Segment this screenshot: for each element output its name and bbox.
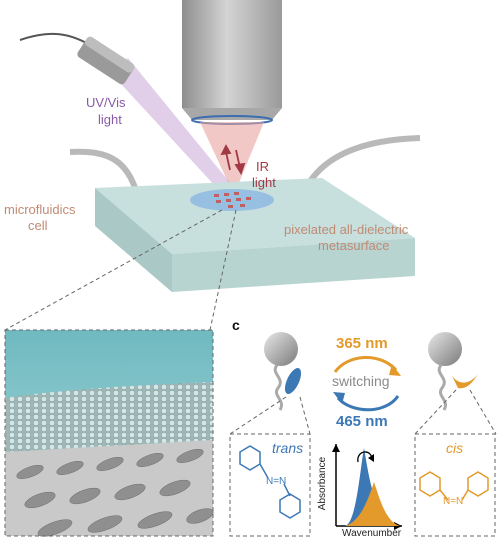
pixelated-label: pixelated all-dielectric (284, 222, 409, 237)
microscope-objective (182, 0, 282, 125)
cis-label: cis (446, 440, 464, 456)
zoom-cis-left (414, 389, 457, 435)
switching-arrow-top (333, 356, 398, 373)
ir-light-cone (200, 122, 264, 195)
light-source (19, 32, 135, 85)
uv-light-beam (110, 58, 240, 200)
switching-label: switching (332, 373, 390, 389)
panel-c-label: c (232, 317, 240, 333)
nn-trans-label: N=N (266, 476, 287, 487)
absorbance-label: Absorbance (317, 456, 329, 511)
cis-spectrum (345, 482, 400, 526)
metasurface-area (190, 189, 274, 211)
wavenumber-label: Wavenumber (342, 528, 402, 539)
zoom-trans-left (229, 396, 287, 435)
uv-vis-light-label: light (98, 112, 122, 127)
metasurface-label: metasurface (318, 238, 390, 253)
cell-label: cell (28, 218, 48, 233)
nn-cis-label: N=N (443, 496, 464, 507)
trans-label: trans (272, 440, 304, 456)
metasurface-pixels (214, 192, 251, 208)
trans-structure-box (229, 433, 311, 537)
zoom-cis-right (469, 389, 497, 435)
wavelength-465-label: 465 nm (336, 413, 388, 430)
absorbance-plot (332, 444, 402, 530)
cis-molecule (428, 332, 478, 411)
ir-arrows (220, 144, 246, 176)
microfluidics-label: microfluidics (4, 202, 76, 217)
inset-lipid-layer (4, 329, 214, 537)
wavelength-365-label: 365 nm (336, 335, 388, 352)
uv-vis-label: UV/Vis (86, 95, 126, 110)
switching-arrow-bottom (336, 395, 400, 412)
cis-structure-box (414, 433, 496, 537)
switching-arrowhead-top (389, 364, 401, 376)
zoom-line-left (4, 209, 223, 331)
zoom-trans-right (299, 396, 311, 435)
trans-molecule (264, 332, 302, 411)
ir-label: IR (256, 159, 269, 174)
microfluidic-cell (95, 178, 415, 292)
trans-spectrum (345, 448, 396, 526)
switching-arrowhead-bottom (333, 392, 345, 404)
ir-light-label: light (252, 175, 276, 190)
